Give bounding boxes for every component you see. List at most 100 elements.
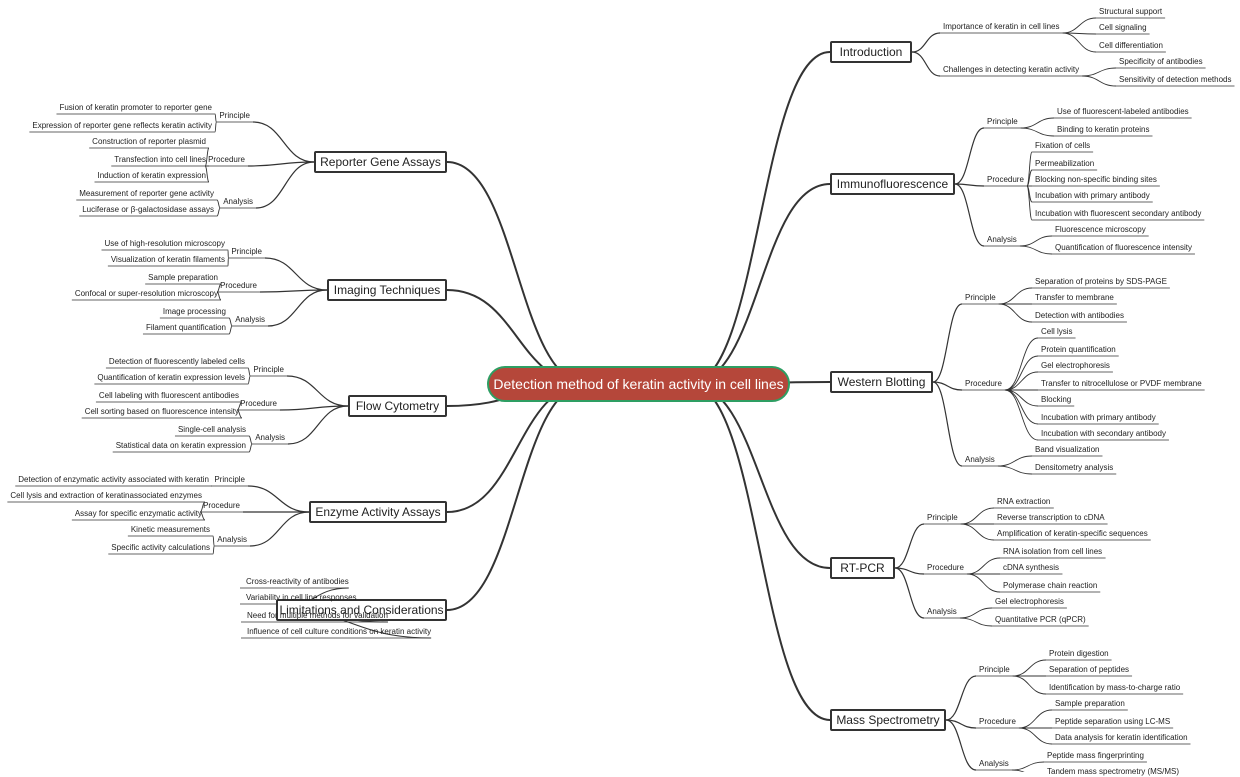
leaf-line <box>1005 372 1038 390</box>
sub-line <box>265 258 327 290</box>
leaf-item: Quantitative PCR (qPCR) <box>995 615 1086 625</box>
leaf-item: Cell signaling <box>1099 23 1147 33</box>
subtopic-procedure: Procedure <box>987 175 1024 185</box>
leaf-item: Incubation with primary antibody <box>1041 413 1156 423</box>
leaf-item: Fixation of cells <box>1035 141 1090 151</box>
subtopic-principle: Principle <box>219 111 250 121</box>
leaf-line <box>1082 76 1116 86</box>
leaf-line <box>248 368 250 376</box>
leaf-item: RNA extraction <box>997 497 1050 507</box>
leaf-line <box>229 318 232 326</box>
leaf-item: Detection with antibodies <box>1035 311 1124 321</box>
subtopic-principle: Principle <box>979 665 1010 675</box>
sub-line <box>912 33 940 52</box>
subtopic-analysis: Analysis <box>979 759 1009 769</box>
leaf-line <box>1063 18 1097 33</box>
leaf-item: Binding to keratin proteins <box>1057 125 1150 135</box>
leaf-line <box>1027 186 1032 220</box>
leaf-item: Peptide separation using LC-MS <box>1055 717 1170 727</box>
leaf-item: Identification by mass-to-charge ratio <box>1049 683 1180 693</box>
leaf-item: Specific activity calculations <box>111 543 210 553</box>
leaf-line <box>229 326 232 334</box>
leaf-line <box>215 114 216 122</box>
leaf-item: Visualization of keratin filaments <box>111 255 225 265</box>
leaf-line <box>960 608 992 618</box>
subtopic-challenges-in-detecting-keratin-activity: Challenges in detecting keratin activity <box>943 65 1079 75</box>
leaf-item: Cell sorting based on fluorescence inten… <box>85 407 239 417</box>
subtopic-procedure: Procedure <box>927 563 964 573</box>
sub-line <box>955 184 984 246</box>
leaf-line <box>1021 118 1054 128</box>
leaf-item: Influence of cell culture conditions on … <box>241 627 431 637</box>
leaf-item: Sample preparation <box>1055 699 1125 709</box>
leaf-line <box>1020 236 1052 246</box>
leaf-item: Separation of proteins by SDS-PAGE <box>1035 277 1167 287</box>
leaf-line <box>998 456 1032 466</box>
leaf-item: Separation of peptides <box>1049 665 1129 675</box>
leaf-item: Band visualization <box>1035 445 1099 455</box>
leaf-item: RNA isolation from cell lines <box>1003 547 1102 557</box>
leaf-line <box>961 508 994 524</box>
leaf-line <box>967 558 1000 574</box>
leaf-line <box>248 376 250 384</box>
leaf-line <box>1005 390 1038 424</box>
subtopic-principle: Principle <box>214 475 245 485</box>
sub-line <box>253 122 314 162</box>
leaf-line <box>998 466 1032 474</box>
leaf-item: Data analysis for keratin identification <box>1055 733 1188 743</box>
leaf-line <box>1063 33 1097 52</box>
topic-reporter-gene-assays: Reporter Gene Assays <box>314 151 447 173</box>
leaf-item: Single-cell analysis <box>178 425 246 435</box>
sub-line <box>250 512 309 546</box>
topic-imaging-techniques: Imaging Techniques <box>327 279 447 301</box>
topic-rt-pcr: RT-PCR <box>830 557 895 579</box>
branch-line-reporter-gene-assays <box>447 162 587 384</box>
topic-mass-spectrometry: Mass Spectrometry <box>830 709 946 731</box>
subtopic-procedure: Procedure <box>965 379 1002 389</box>
subtopic-analysis: Analysis <box>235 315 265 325</box>
subtopic-analysis: Analysis <box>255 433 285 443</box>
topic-enzyme-activity-assays: Enzyme Activity Assays <box>309 501 447 523</box>
leaf-line <box>1027 152 1032 186</box>
leaf-item: Detection of fluorescently labeled cells <box>109 357 245 367</box>
branch-line-introduction <box>690 52 830 384</box>
leaf-line <box>213 546 214 554</box>
leaf-item: Amplification of keratin-specific sequen… <box>997 529 1148 539</box>
topic-flow-cytometry: Flow Cytometry <box>348 395 447 417</box>
subtopic-procedure: Procedure <box>203 501 240 511</box>
leaf-item: Blocking non-specific binding sites <box>1035 175 1157 185</box>
leaf-item: Fluorescence microscopy <box>1055 225 1146 235</box>
leaf-line <box>217 200 220 208</box>
leaf-item: Kinetic measurements <box>131 525 210 535</box>
topic-introduction: Introduction <box>830 41 912 63</box>
subtopic-principle: Principle <box>253 365 284 375</box>
leaf-line <box>213 536 214 546</box>
leaf-item: Protein quantification <box>1041 345 1116 355</box>
leaf-item: Detection of enzymatic activity associat… <box>18 475 209 485</box>
leaf-item: Fusion of keratin promoter to reporter g… <box>59 103 212 113</box>
leaf-item: Tandem mass spectrometry (MS/MS) <box>1047 767 1179 777</box>
sub-line <box>895 568 924 618</box>
leaf-item: Sensitivity of detection methods <box>1119 75 1232 85</box>
leaf-line <box>967 574 1000 592</box>
sub-line <box>955 128 984 184</box>
leaf-item: Peptide mass fingerprinting <box>1047 751 1144 761</box>
leaf-line <box>249 444 252 452</box>
leaf-item: Quantification of keratin expression lev… <box>97 373 245 383</box>
leaf-item: Reverse transcription to cDNA <box>997 513 1105 523</box>
leaf-line <box>1019 728 1052 744</box>
leaf-line <box>1005 338 1038 390</box>
sub-line <box>287 376 348 406</box>
sub-line <box>248 486 309 512</box>
leaf-item: Transfer to membrane <box>1035 293 1114 303</box>
subtopic-importance-of-keratin-in-cell-lines: Importance of keratin in cell lines <box>943 22 1060 32</box>
leaf-item: Transfection into cell lines <box>114 155 206 165</box>
branch-line-limitations-and-considerations <box>447 384 587 610</box>
leaf-item: Incubation with primary antibody <box>1035 191 1150 201</box>
leaf-line <box>1013 660 1046 676</box>
leaf-item: Filament quantification <box>146 323 226 333</box>
leaf-line <box>1005 390 1038 406</box>
leaf-item: Transfer to nitrocellulose or PVDF membr… <box>1041 379 1202 389</box>
leaf-item: Need for multiple methods for validation <box>241 611 388 621</box>
leaf-line <box>249 436 252 444</box>
